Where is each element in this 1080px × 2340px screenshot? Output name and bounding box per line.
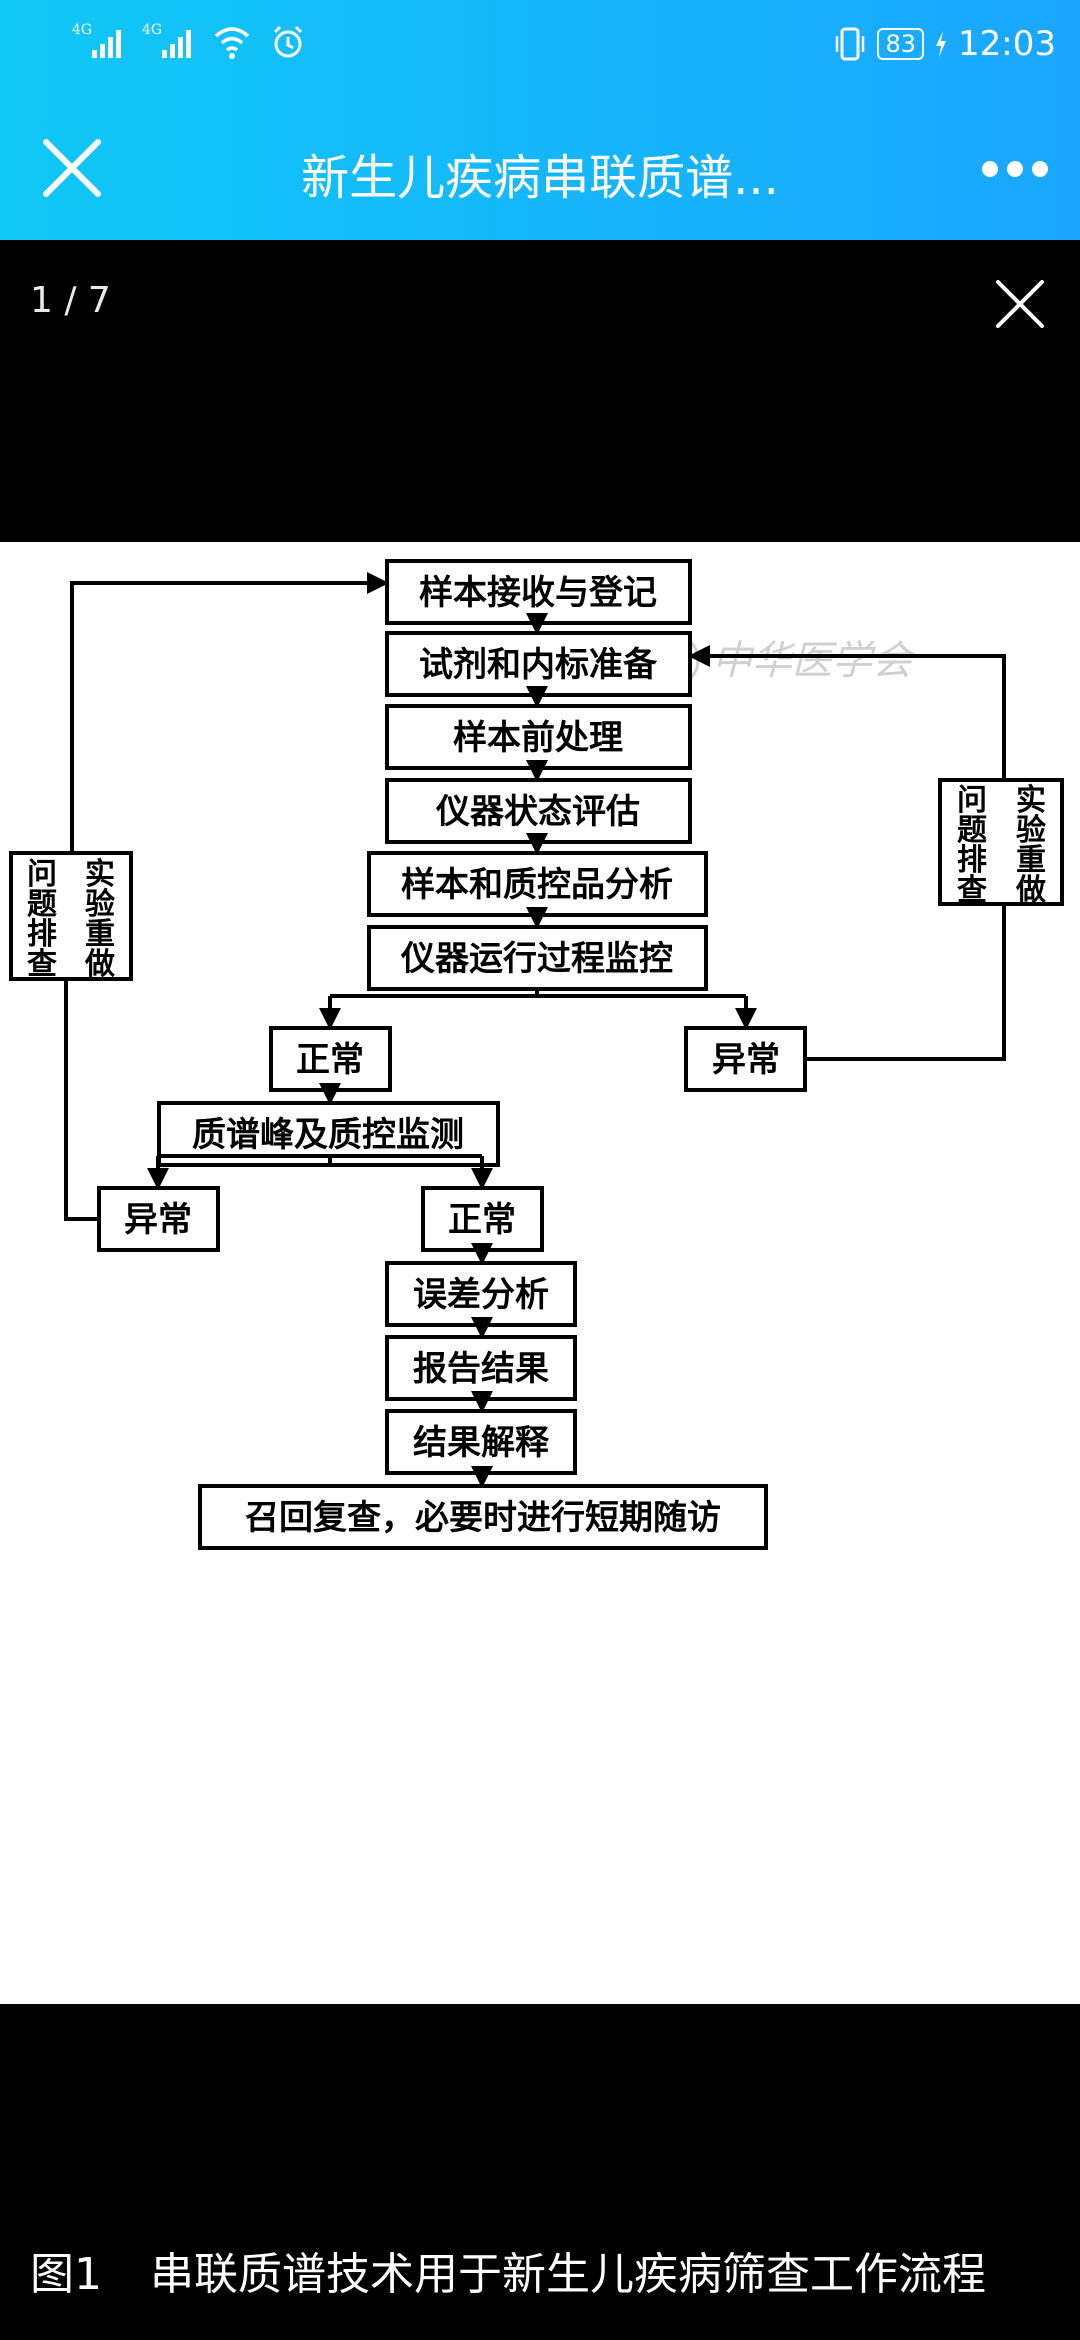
- status-right: 83 12:03: [833, 24, 1056, 64]
- image-caption: 图1 串联质谱技术用于新生儿疾病筛查工作流程: [30, 2238, 986, 2302]
- svg-text:验: 验: [1016, 813, 1046, 848]
- node-analysis: [367, 851, 708, 917]
- clock: 12:03: [958, 24, 1056, 64]
- node-monitor-label: 仪器运行过程监控: [400, 939, 673, 979]
- svg-text:查: 查: [957, 873, 987, 908]
- battery-icon: 83: [877, 28, 925, 60]
- svg-text:做: 做: [1015, 873, 1046, 908]
- caption-text: 串联质谱技术用于新生儿疾病筛查工作流程: [150, 2249, 986, 2300]
- signal-icon-2: 4G: [142, 22, 191, 58]
- node-normal-2-label: 正常: [448, 1200, 516, 1240]
- node-normal-2: [421, 1186, 544, 1252]
- page-title: 新生儿疾病串联质谱...: [301, 150, 779, 206]
- viewer-close-icon[interactable]: [990, 274, 1050, 334]
- svg-text:重: 重: [1016, 843, 1046, 878]
- node-reagent-label: 试剂和内标准备: [419, 645, 658, 685]
- node-normal-1: [269, 1026, 392, 1092]
- caption-label: 图1: [30, 2249, 102, 2300]
- side-box-right: [938, 778, 1064, 906]
- image-counter: 1 / 7: [30, 280, 111, 321]
- node-error-label: 误差分析: [413, 1275, 549, 1315]
- node-report-label: 报告结果: [413, 1349, 549, 1389]
- node-abnormal-1: [684, 1026, 807, 1092]
- node-pretreat-label: 样本前处理: [453, 718, 623, 758]
- signal-icon: 4G: [72, 22, 121, 58]
- signal-label: 4G: [72, 22, 92, 38]
- flowchart-image[interactable]: 中华医学会: [0, 542, 1080, 2004]
- svg-text:中华医学会: 中华医学会: [712, 638, 916, 684]
- svg-text:排: 排: [27, 917, 57, 952]
- node-abnormal-1-label: 异常: [712, 1040, 780, 1080]
- node-report: [385, 1335, 577, 1401]
- status-left: 4G 4G: [72, 20, 306, 64]
- node-recall-label: 召回复查，必要时进行短期随访: [245, 1498, 721, 1538]
- svg-text:实: 实: [85, 857, 115, 892]
- svg-text:做: 做: [84, 947, 115, 982]
- node-instrument-eval-label: 仪器状态评估: [435, 792, 640, 832]
- svg-text:排: 排: [957, 843, 987, 878]
- node-monitor: [367, 925, 708, 991]
- svg-text:查: 查: [27, 947, 57, 982]
- side-left-text: 问 题 排 查 实 验 重 做: [27, 857, 115, 982]
- svg-text:重: 重: [85, 917, 115, 952]
- side-right-text: 问 题 排 查 实 验 重 做: [957, 783, 1046, 908]
- close-icon[interactable]: [38, 134, 106, 202]
- flowchart: 中华医学会: [9, 559, 1064, 1550]
- vibrate-icon: [836, 27, 865, 61]
- more-icon[interactable]: [980, 154, 1050, 184]
- alarm-icon: [273, 25, 303, 58]
- image-viewer: 1 / 7 中华医学会: [0, 240, 1080, 2340]
- node-receive-label: 样本接收与登记: [419, 573, 657, 613]
- svg-text:问: 问: [957, 783, 987, 818]
- title-bar: 新生儿疾病串联质谱...: [0, 100, 1080, 240]
- wifi-icon: [214, 27, 250, 59]
- node-abnormal-2-label: 异常: [124, 1200, 192, 1240]
- status-bar: 4G 4G: [0, 0, 1080, 90]
- node-analysis-label: 样本和质控品分析: [401, 865, 673, 905]
- svg-text:题: 题: [27, 887, 57, 922]
- signal-label-2: 4G: [142, 22, 162, 38]
- node-normal-1-label: 正常: [296, 1040, 364, 1080]
- node-abnormal-2: [97, 1186, 220, 1252]
- top-bar: 4G 4G: [0, 0, 1080, 240]
- node-ms-qc-label: 质谱峰及质控监测: [192, 1115, 464, 1155]
- svg-text:题: 题: [957, 813, 987, 848]
- svg-text:验: 验: [85, 887, 115, 922]
- node-interpret-label: 结果解释: [413, 1423, 550, 1463]
- charging-icon: [936, 31, 947, 57]
- svg-text:问: 问: [27, 857, 57, 892]
- svg-text:实: 实: [1016, 783, 1046, 818]
